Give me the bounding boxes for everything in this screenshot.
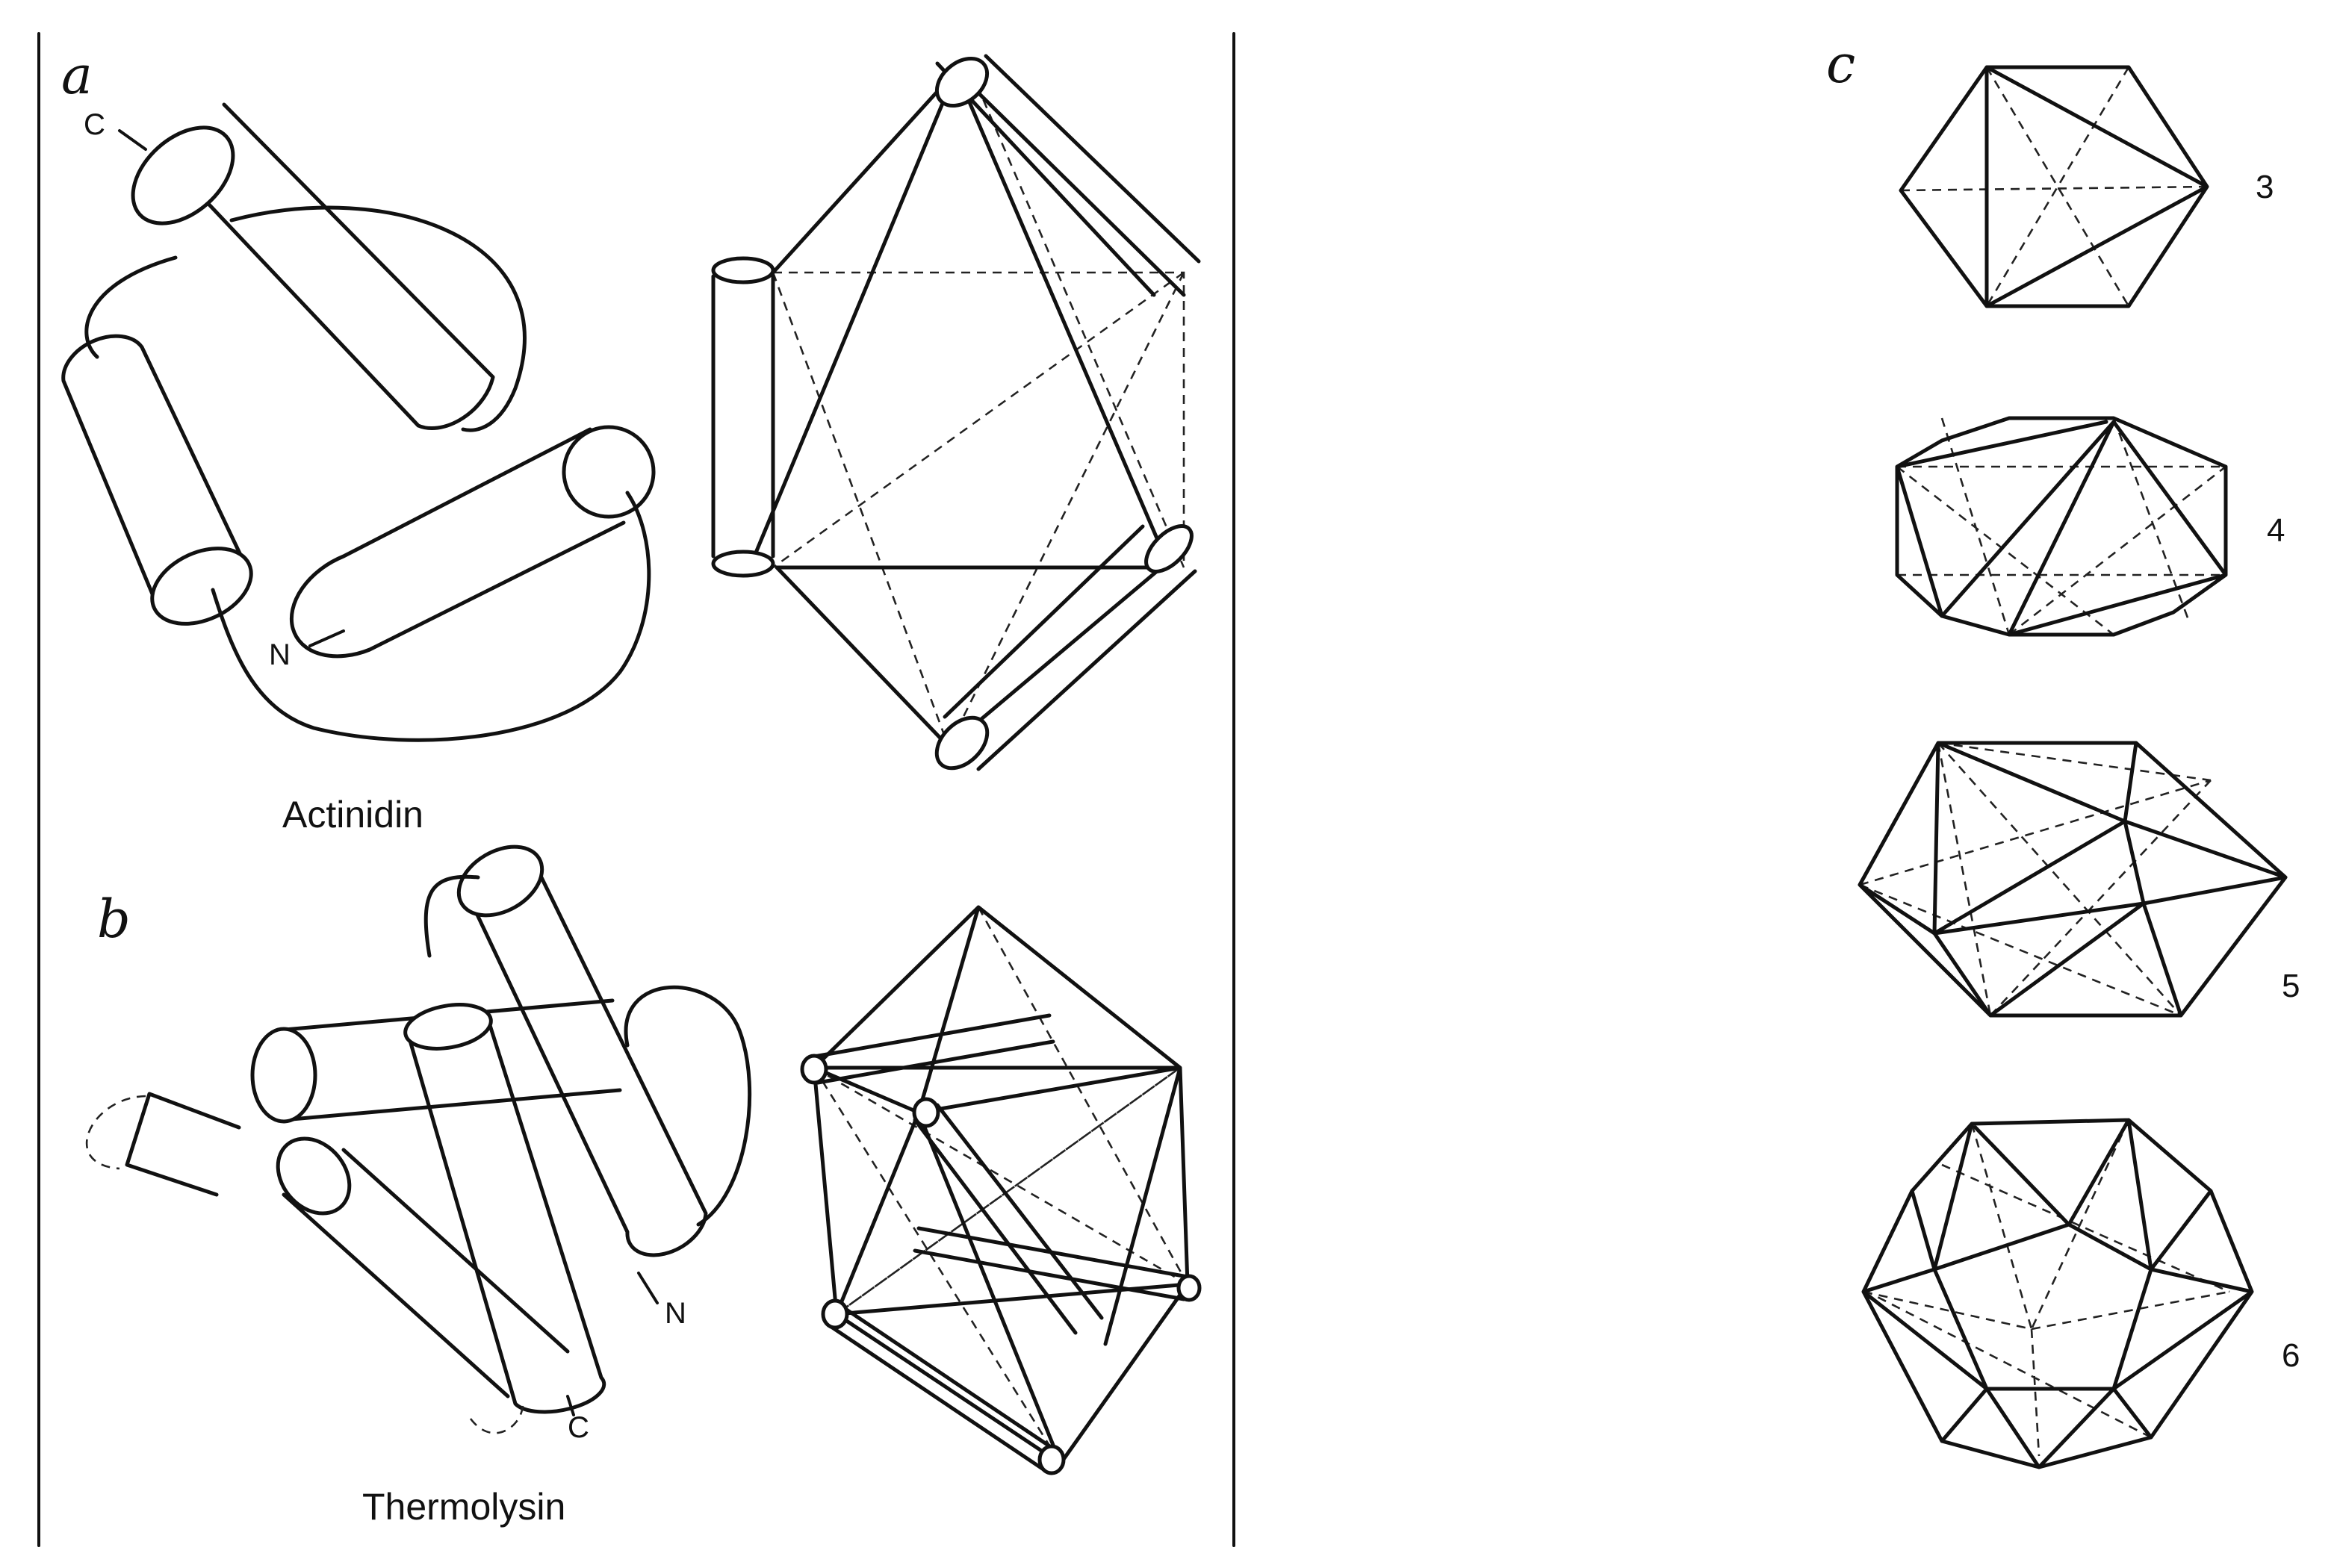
polyhedron-5-label: 5	[2282, 968, 2300, 1004]
thermolysin-loop-dashed-bottom	[469, 1403, 524, 1434]
thermolysin-loop-top	[423, 874, 480, 958]
actinidin-helix-3	[289, 425, 656, 659]
polyhedron-3-label: 3	[2256, 169, 2274, 205]
thermolysin-helix-2	[456, 844, 708, 1257]
thermolysin-loop-dashed-left	[85, 1095, 146, 1170]
panel-b-letter: b	[97, 889, 131, 950]
thermolysin-helix-3	[403, 1003, 606, 1414]
actinidin-loop-left	[84, 255, 178, 359]
thermolysin-caption: Thermolysin	[362, 1486, 565, 1528]
polyhedron-4: 4	[1895, 416, 2285, 637]
thermolysin-n-terminus: N	[665, 1297, 686, 1330]
actinidin-c-terminus: C	[84, 108, 105, 141]
panel-b: b N C Thermolysin	[85, 844, 1202, 1528]
polyhedron-6: 6	[1861, 1118, 2300, 1469]
thermolysin-polyhedron-model	[800, 905, 1202, 1475]
thermolysin-helix-5	[125, 1092, 241, 1197]
polyhedron-6-label: 6	[2282, 1337, 2300, 1374]
panel-c-letter: c	[1826, 34, 1855, 95]
actinidin-caption: Actinidin	[282, 794, 423, 836]
actinidin-helix-1	[131, 102, 495, 430]
panel-a: a C N Actinidin	[61, 45, 1201, 836]
actinidin-n-terminus: N	[269, 638, 291, 671]
actinidin-loop-bottom	[211, 491, 651, 742]
thermolysin-helix-4	[276, 1136, 570, 1399]
actinidin-loop-top	[229, 205, 527, 432]
polyhedron-5: 5	[1858, 741, 2300, 1018]
panel-c: c 3 4 5 6	[1826, 34, 2300, 1469]
actinidin-polyhedron-model	[711, 54, 1201, 771]
thermolysin-c-terminus: C	[568, 1411, 589, 1444]
thermolysin-loop-right	[624, 985, 752, 1227]
actinidin-helix-2	[61, 334, 253, 626]
panel-a-letter: a	[61, 45, 93, 106]
polyhedron-3: 3	[1899, 65, 2274, 308]
polyhedron-4-label: 4	[2267, 512, 2285, 549]
